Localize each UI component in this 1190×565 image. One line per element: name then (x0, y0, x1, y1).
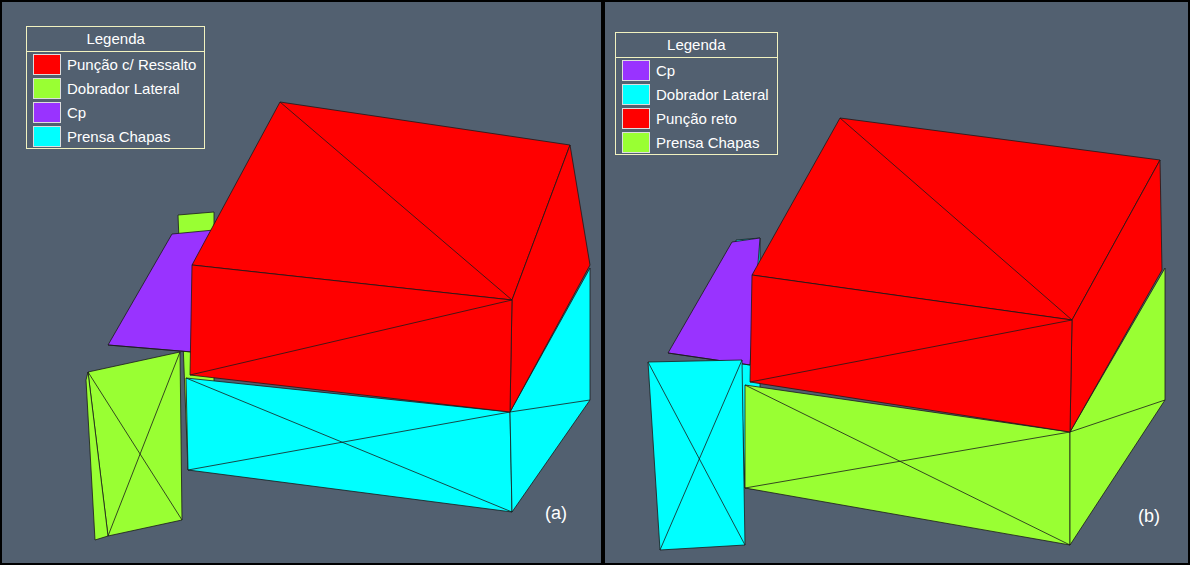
legend-text: Punção reto (656, 110, 737, 127)
legend-title: Legenda (616, 33, 777, 58)
legend-swatch (33, 126, 61, 147)
legend-text: Dobrador Lateral (656, 86, 769, 103)
punch-front (190, 265, 512, 412)
side-folder (648, 360, 745, 550)
divider (602, 0, 605, 565)
legend-text: Dobrador Lateral (67, 80, 180, 97)
legend-text: Cp (67, 104, 86, 121)
legend-box: LegendaCpDobrador LateralPunção retoPren… (615, 32, 778, 155)
legend-entry: Dobrador Lateral (616, 82, 777, 106)
legend-entry: Punção reto (616, 106, 777, 130)
legend-box: LegendaPunção c/ RessaltoDobrador Latera… (26, 26, 205, 149)
legend-swatch (622, 84, 650, 105)
legend-swatch (33, 102, 61, 123)
legend-text: Cp (656, 62, 675, 79)
legend-text: Prensa Chapas (67, 128, 170, 145)
blank-holder-cp (668, 238, 760, 365)
legend-title: Legenda (27, 27, 204, 52)
panel-ground (2, 2, 601, 563)
panel-ground (605, 2, 1188, 563)
punch-top (192, 102, 570, 300)
legend-swatch (622, 60, 650, 81)
legend-swatch (622, 108, 650, 129)
legend-text: Prensa Chapas (656, 134, 759, 151)
punch-side (1070, 160, 1162, 432)
legend-swatch (33, 78, 61, 99)
legend-swatch (622, 132, 650, 153)
panel-label: (a) (545, 503, 567, 524)
legend-entry: Cp (27, 100, 204, 124)
legend-swatch (33, 54, 61, 75)
punch-side (510, 145, 590, 412)
panel-label: (b) (1138, 506, 1160, 527)
punch-front (750, 275, 1072, 432)
legend-entry: Dobrador Lateral (27, 76, 204, 100)
legend-entry: Prensa Chapas (27, 124, 204, 148)
legend-entry: Punção c/ Ressalto (27, 52, 204, 76)
legend-text: Punção c/ Ressalto (67, 56, 196, 73)
legend-entry: Prensa Chapas (616, 130, 777, 154)
side-folder-side (86, 372, 108, 540)
legend-entry: Cp (616, 58, 777, 82)
